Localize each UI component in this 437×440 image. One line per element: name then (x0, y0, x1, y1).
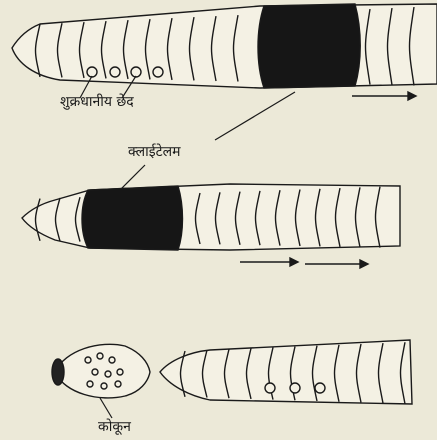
worm-bottom (160, 340, 412, 404)
leader-line-clitellum-top (215, 92, 295, 140)
male-pore (87, 67, 97, 77)
male-pore (315, 383, 325, 393)
label-male-pores: शुक्रधानीय छेद (60, 95, 134, 109)
male-pore (265, 383, 275, 393)
cocoon-opening (52, 359, 64, 385)
label-cocoon: कोकून (98, 420, 131, 434)
male-pore (131, 67, 141, 77)
cocoon-shell (55, 344, 150, 398)
worm-middle (22, 184, 400, 268)
leader-line-cocoon (100, 398, 112, 418)
movement-arrow (352, 92, 416, 100)
cocoon (52, 344, 150, 418)
movement-arrow (240, 258, 368, 268)
worm-middle-body (22, 184, 400, 250)
worm-middle-clitellum (82, 186, 183, 250)
label-clitellum: क्लाईटेलम (128, 145, 181, 159)
male-pore (290, 383, 300, 393)
worm-top-clitellum (258, 4, 360, 88)
worm-top (12, 4, 437, 100)
male-pore (153, 67, 163, 77)
male-pore (110, 67, 120, 77)
worm-bottom-body (160, 340, 412, 404)
worm-top-body (12, 4, 437, 88)
